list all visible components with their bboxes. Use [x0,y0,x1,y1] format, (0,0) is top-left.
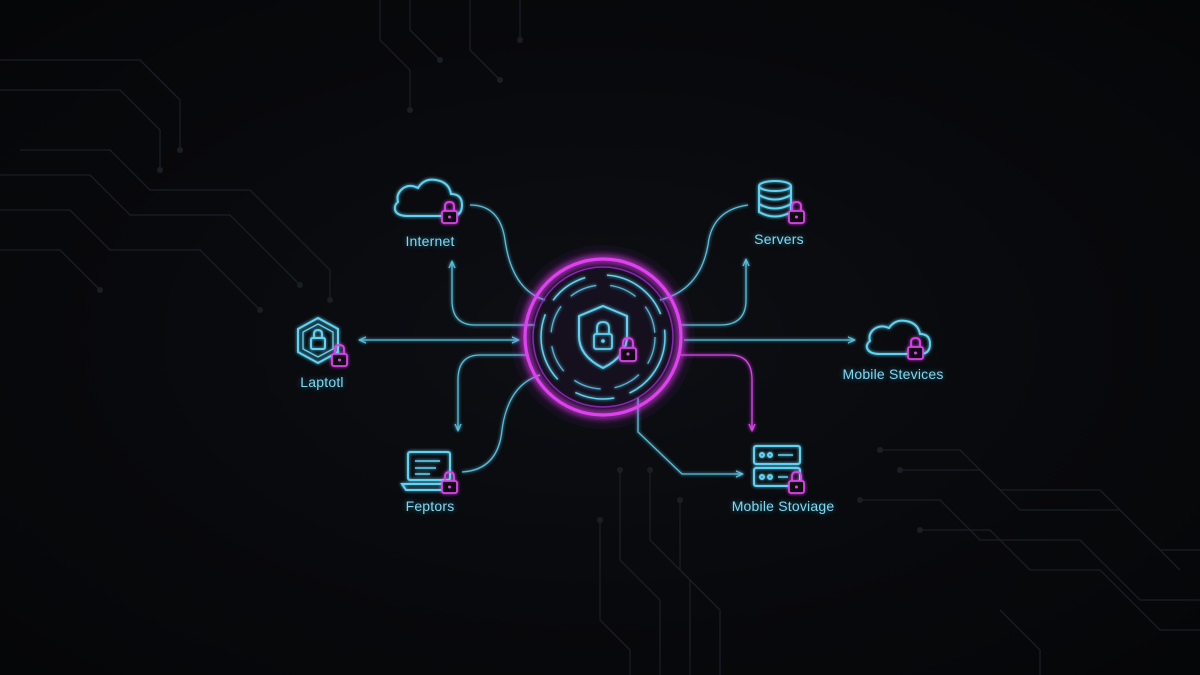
connector-storage [637,398,742,474]
padlock-icon [907,337,924,360]
connector-feptors [461,374,541,473]
connector-internet [469,204,546,301]
mobile-storage-label: Mobile Stoviage [731,498,835,514]
feptors-node [400,451,458,494]
database-icon [758,180,792,218]
circuit-pads [97,37,923,533]
padlock-icon [788,471,805,494]
laptop-node [297,316,348,367]
hub-outer-ring [523,257,683,417]
feptors-label: Feptors [405,498,455,514]
padlock-icon [788,201,805,224]
cloud-icon [865,319,932,355]
mobile-services-label: Mobile Stevices [842,366,944,382]
shield-lock-icon [578,304,628,370]
connectors [360,204,854,474]
padlock-icon [331,344,348,367]
laptop-label: Laptotl [300,374,344,390]
padlock-icon [441,471,458,494]
mobile-services-node [865,319,932,360]
server-rack-icon [753,445,801,487]
servers-node [758,180,805,224]
internet-label: Internet [405,233,455,249]
connector-storage-magenta [680,354,752,430]
internet-node [393,178,464,224]
connector-servers-arrow [680,260,746,326]
padlock-icon [619,337,637,362]
connector-internet-arrow [452,262,535,326]
hexagon-lock-icon [297,316,339,365]
servers-label: Servers [754,231,804,247]
hub-mid-ring [532,266,674,408]
padlock-icon [441,201,458,224]
central-security-hub [511,245,695,429]
connector-feptors-arrow [458,354,528,430]
cloud-icon [393,178,464,217]
mobile-storage-node [753,445,805,494]
connector-servers [659,204,749,301]
